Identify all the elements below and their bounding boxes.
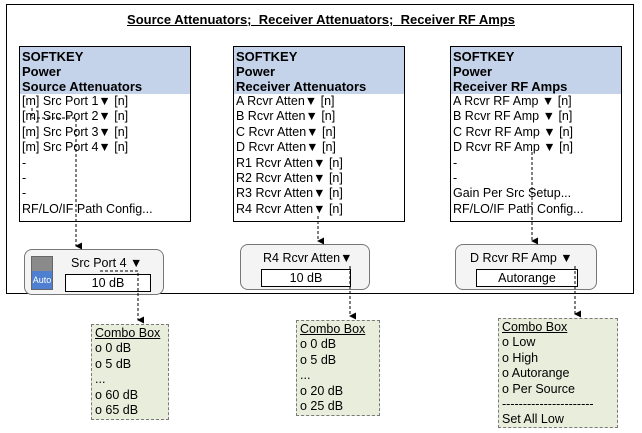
combo-option[interactable]: Set All Low (502, 412, 564, 427)
src-port-control: Auto Src Port 4 ▼ 10 dB (24, 249, 164, 295)
softkey-item[interactable]: A Rcvr Atten▼ [n] (236, 94, 335, 108)
control-label[interactable]: D Rcvr RF Amp ▼ (470, 251, 573, 265)
softkey-item[interactable]: Gain Per Src Setup... (453, 186, 572, 201)
menu-header: SOFTKEY Power Source Attenuators (20, 47, 190, 94)
auto-label: Auto (32, 271, 52, 289)
softkey-item[interactable]: R1 Rcvr Atten▼ [n] (236, 155, 343, 170)
combo-box-src-port: Combo Box o 0 dB o 5 dB ... o 60 dB o 65… (91, 324, 169, 420)
menu-header-line: SOFTKEY (453, 49, 515, 64)
control-label[interactable]: R4 Rcvr Atten▼ (263, 251, 353, 265)
softkey-item[interactable]: RF/LO/IF Path Config... (22, 201, 153, 216)
softkey-item[interactable]: R2 Rcvr Atten▼ [n] (236, 171, 343, 186)
combo-box-rcvr-atten: Combo Box o 0 dB o 5 dB ... o 20 dB o 25… (296, 320, 380, 416)
menu-header-line: Power (22, 64, 62, 79)
softkey-item[interactable]: [m] Src Port 1▼ [n] (22, 94, 129, 108)
rcvr-atten-control: R4 Rcvr Atten▼ 10 dB (240, 244, 370, 290)
softkey-item[interactable]: [m] Src Port 3▼ [n] (22, 124, 129, 139)
softkey-item: - (22, 155, 27, 170)
softkey-item[interactable]: [m] Src Port 2▼ [n] (22, 109, 129, 124)
auto-toggle[interactable]: Auto (31, 256, 53, 290)
diagram-title: Source Attenuators; Receiver Attenuators… (127, 12, 515, 27)
combo-option[interactable]: o 5 dB (300, 352, 337, 367)
softkey-item: - (453, 171, 458, 186)
combo-option[interactable]: o 60 dB (95, 387, 139, 402)
softkey-menu-source-attenuators: SOFTKEY Power Source Attenuators [m] Src… (19, 46, 191, 222)
softkey-item: - (22, 186, 27, 201)
arrow-src-port-to-control (31, 108, 82, 250)
combo-title: Combo Box (95, 326, 161, 340)
combo-option[interactable]: o High (502, 350, 539, 365)
combo-option[interactable]: o Low (502, 335, 536, 350)
combo-option[interactable]: o 25 dB (300, 399, 344, 414)
combo-title: Combo Box (300, 322, 366, 336)
combo-box-rf-amp: Combo Box o Low o High o Autorange o Per… (498, 318, 618, 428)
menu-header-line: Power (453, 64, 493, 79)
combo-option: ... (300, 368, 311, 383)
combo-option[interactable]: o 0 dB (95, 341, 132, 356)
menu-header-line: Source Attenuators (22, 79, 143, 94)
combo-option[interactable]: o Autorange (502, 366, 570, 381)
softkey-menu-receiver-rf-amps: SOFTKEY Power Receiver RF Amps A Rcvr RF… (450, 46, 622, 222)
rcvr-rf-amp-control: D Rcvr RF Amp ▼ Autorange (455, 244, 597, 290)
combo-option[interactable]: o 65 dB (95, 403, 139, 418)
softkey-item[interactable]: D Rcvr RF Amp ▼ [n] (453, 140, 574, 155)
softkey-item[interactable]: [m] Src Port 4▼ [n] (22, 140, 129, 155)
combo-option[interactable]: o 20 dB (300, 383, 344, 398)
outer-frame (6, 4, 634, 294)
control-value-field[interactable]: 10 dB (65, 274, 151, 292)
menu-header-line: Receiver Attenuators (236, 79, 367, 94)
menu-header-line: SOFTKEY (236, 49, 298, 64)
control-value-field[interactable]: 10 dB (261, 269, 351, 287)
combo-option[interactable]: o 5 dB (95, 356, 132, 371)
menu-header: SOFTKEY Power Receiver RF Amps (451, 47, 621, 94)
softkey-item[interactable]: R4 Rcvr Atten▼ [n] (236, 201, 343, 216)
softkey-item[interactable]: C Rcvr RF Amp ▼ [n] (453, 124, 574, 139)
control-label[interactable]: Src Port 4 ▼ (71, 256, 143, 270)
softkey-menu-receiver-attenuators: SOFTKEY Power Receiver Attenuators A Rcv… (233, 46, 405, 222)
softkey-item[interactable]: D Rcvr Atten▼ [n] (236, 140, 336, 155)
softkey-item[interactable]: B Rcvr RF Amp ▼ [n] (453, 109, 573, 124)
menu-header-line: Power (236, 64, 276, 79)
softkey-item[interactable]: C Rcvr Atten▼ [n] (236, 124, 336, 139)
menu-header: SOFTKEY Power Receiver Attenuators (234, 47, 404, 94)
softkey-item[interactable]: A Rcvr RF Amp ▼ [n] (453, 94, 572, 108)
menu-header-line: Receiver RF Amps (453, 79, 568, 94)
combo-option: ... (95, 372, 106, 387)
combo-title: Combo Box (502, 320, 568, 334)
softkey-item[interactable]: B Rcvr Atten▼ [n] (236, 109, 336, 124)
softkey-item[interactable]: RF/LO/IF Path Config... (453, 201, 584, 216)
softkey-item[interactable]: R3 Rcvr Atten▼ [n] (236, 186, 343, 201)
menu-header-line: SOFTKEY (22, 49, 84, 64)
softkey-item: - (453, 155, 458, 170)
softkey-item: - (22, 171, 27, 186)
arrow-src-port-control-to-combo (100, 270, 144, 324)
combo-option[interactable]: o Per Source (502, 381, 575, 396)
combo-separator: ---------------------- (502, 397, 594, 412)
control-value-field[interactable]: Autorange (476, 269, 578, 287)
combo-option[interactable]: o 0 dB (300, 337, 337, 352)
